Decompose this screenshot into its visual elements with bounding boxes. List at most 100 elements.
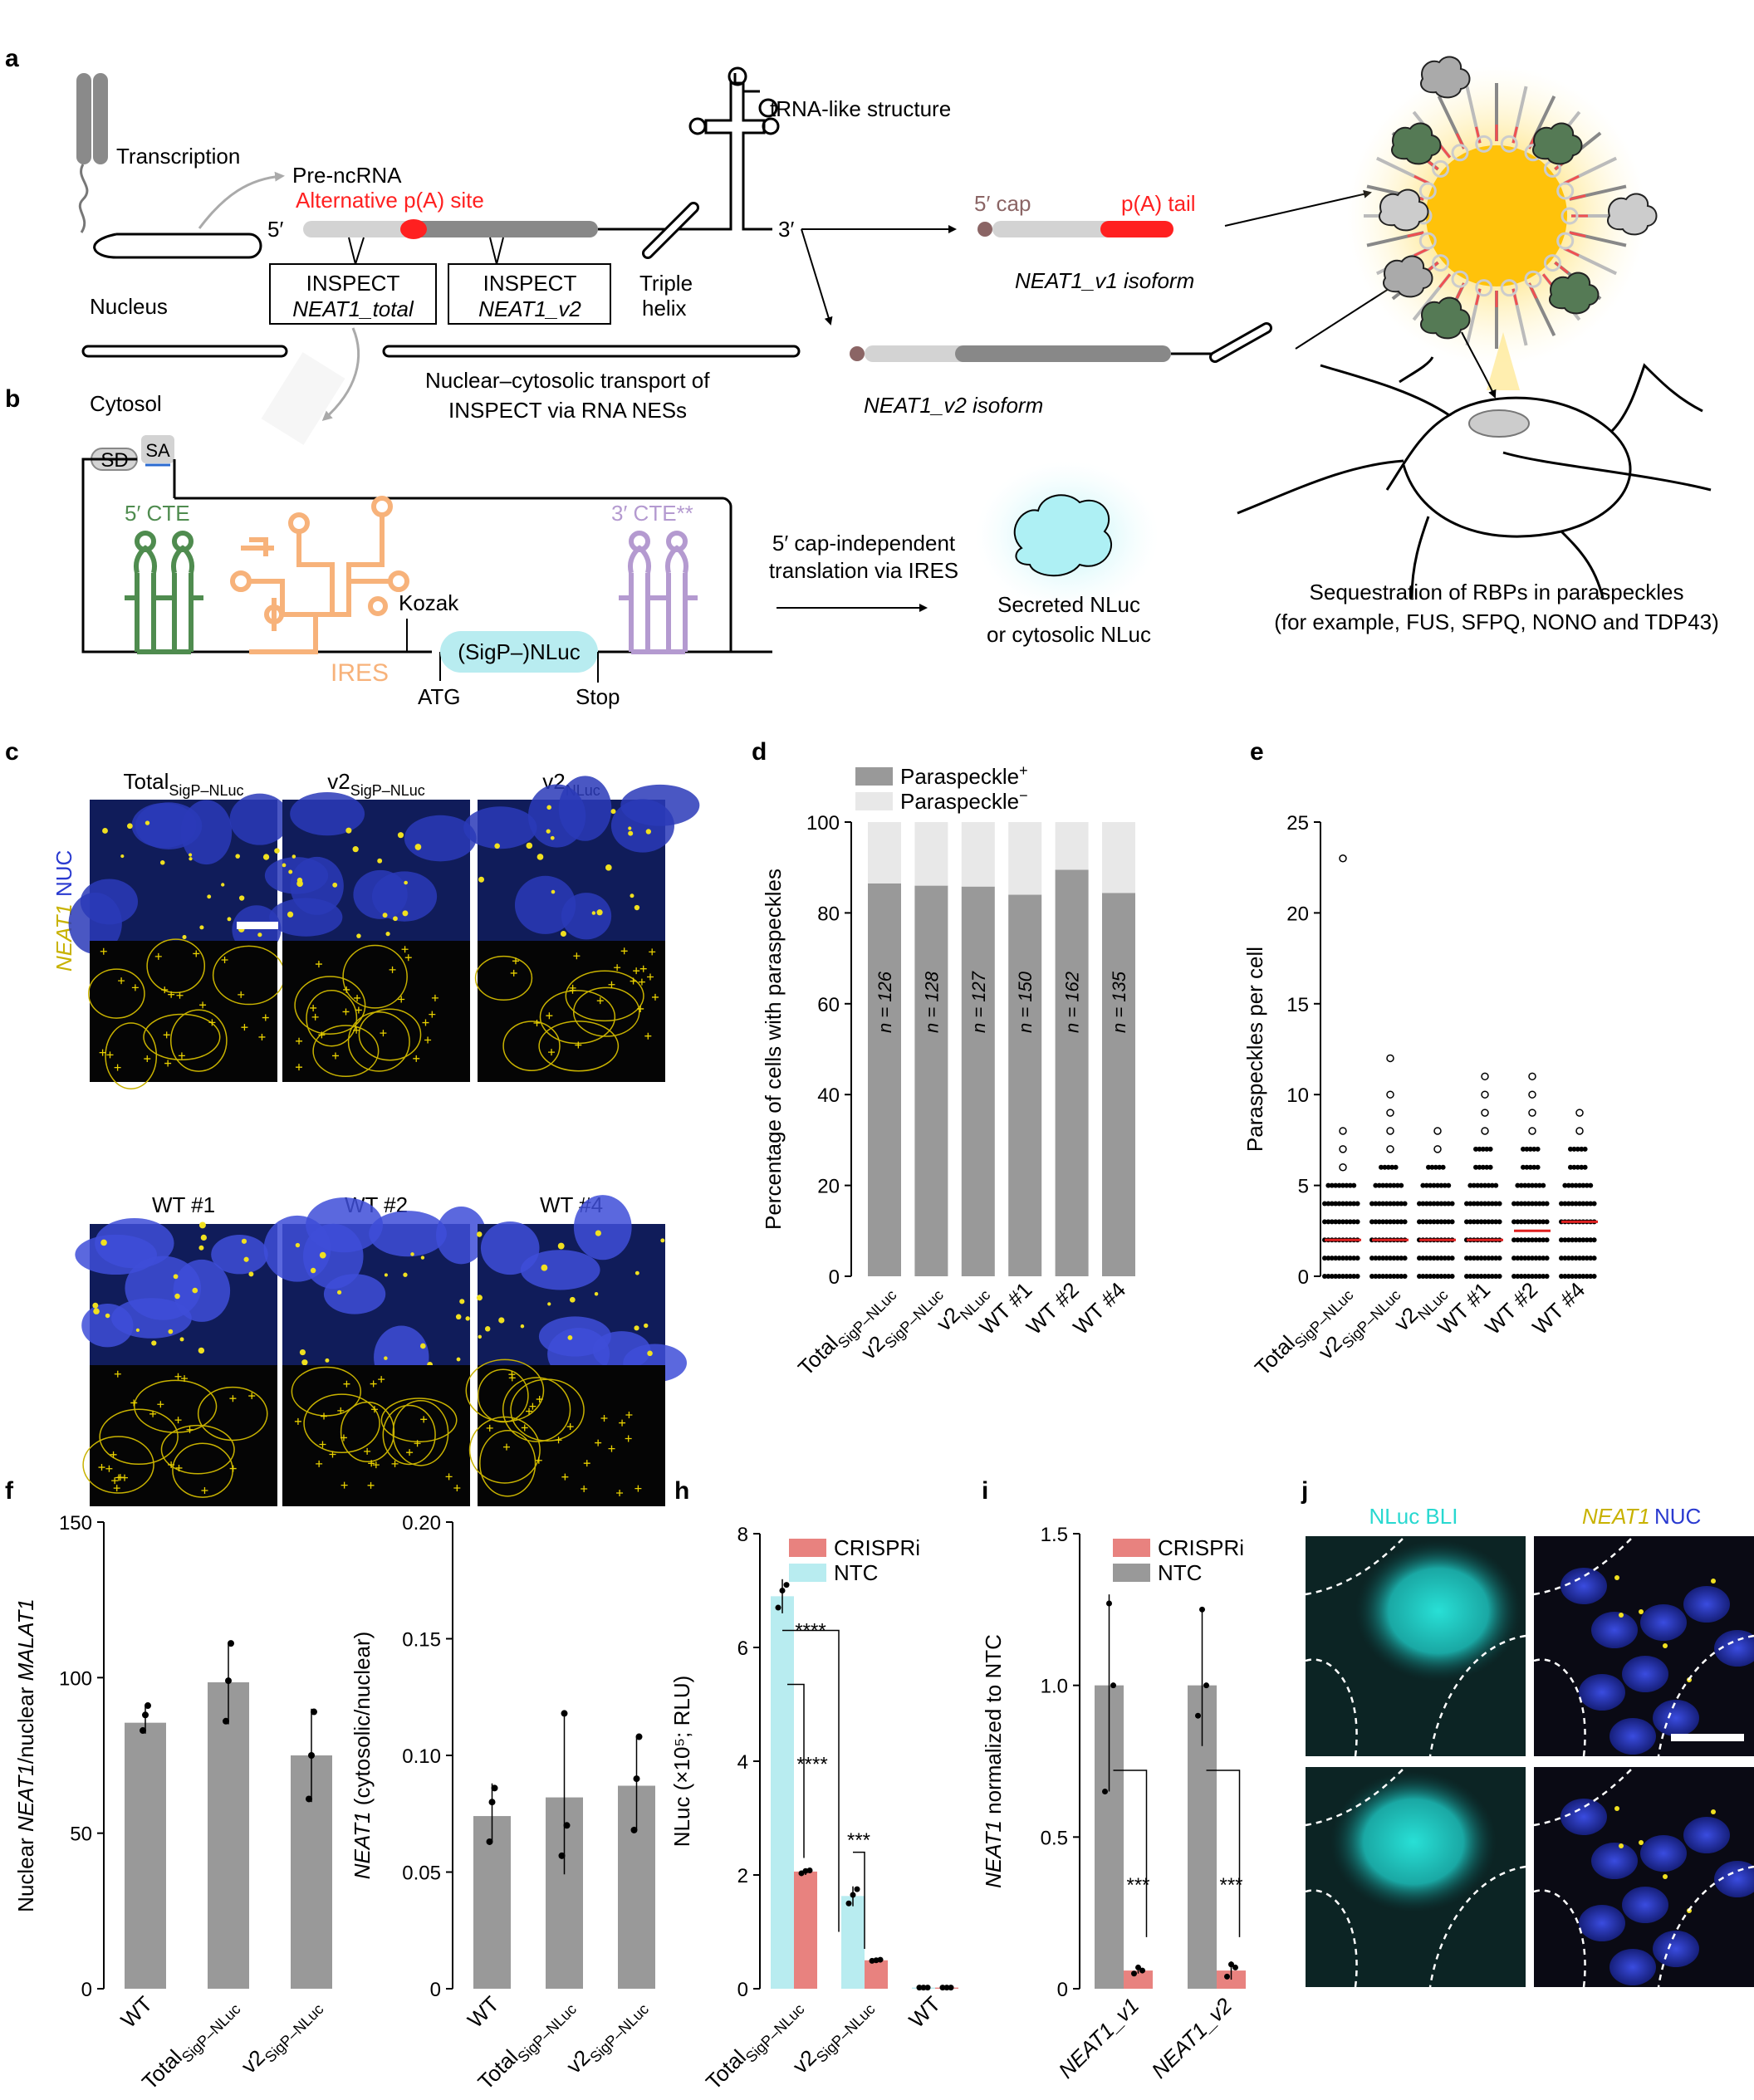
speckle-cross xyxy=(144,1055,151,1063)
data-point xyxy=(1477,1164,1482,1170)
nucleus-blob xyxy=(1653,1931,1699,1967)
data-point xyxy=(1467,1274,1473,1279)
bar-paraspeckle-negative xyxy=(1102,822,1135,893)
y-axis-label: Percentage of cells with paraspeckles xyxy=(761,869,786,1230)
three-prime-label: 3′ xyxy=(778,217,794,242)
data-point xyxy=(1568,1146,1573,1152)
data-point xyxy=(1449,1274,1455,1279)
neat1-spot xyxy=(385,931,390,937)
data-point xyxy=(1471,1256,1477,1261)
data-point xyxy=(1518,1201,1524,1207)
nucleus-blob xyxy=(1609,1718,1656,1755)
pa-site-marker xyxy=(400,219,427,239)
x-category-label: WT xyxy=(904,1991,945,2033)
data-point xyxy=(1487,1164,1493,1170)
neat1-spot xyxy=(465,1316,470,1321)
category-text: WT #2 xyxy=(1022,1277,1084,1339)
cell-outline xyxy=(197,1386,268,1442)
category-sub: SigP–NLuc xyxy=(262,2000,326,2065)
speckle-cross xyxy=(595,1439,602,1447)
neat1-spot xyxy=(660,1238,665,1243)
data-point xyxy=(1399,1274,1404,1279)
panel-letter-a: a xyxy=(5,45,19,72)
data-point xyxy=(1584,1237,1590,1243)
nluc-box xyxy=(440,631,598,673)
neat1-spot xyxy=(100,1239,107,1246)
data-point xyxy=(1570,1182,1575,1188)
panel-c-ylabel-nuc: NUC xyxy=(51,850,76,897)
data-point xyxy=(1562,1201,1568,1207)
nucleus-blob xyxy=(404,815,477,862)
speckle-cross xyxy=(575,1041,582,1049)
data-point xyxy=(1482,1182,1487,1188)
nucleus-blob xyxy=(561,893,612,940)
data-point xyxy=(1522,1201,1528,1207)
nucleus-blob xyxy=(1640,1604,1687,1641)
speckle-cross xyxy=(431,994,438,1001)
nluc-label: (SigP–)NLuc xyxy=(458,639,580,664)
neat1-spot xyxy=(198,1221,206,1229)
cell-outline xyxy=(143,1013,221,1060)
cell-outline xyxy=(312,1025,380,1078)
y-tick-label: 50 xyxy=(70,1823,92,1846)
data-point xyxy=(1417,1274,1422,1279)
rbp-blob xyxy=(1532,122,1583,165)
data-point xyxy=(1467,1256,1473,1261)
neat1-spot xyxy=(92,1302,99,1309)
speckle-cross xyxy=(569,986,576,994)
neat1-spot xyxy=(174,1293,180,1300)
panel-j-left-title: NLuc BLI xyxy=(1369,1504,1458,1529)
panel-letter-d: d xyxy=(752,738,767,766)
data-point xyxy=(1340,1274,1345,1279)
neat1-spot xyxy=(227,917,232,922)
data-point xyxy=(1435,1201,1440,1207)
speckle-cross xyxy=(130,1399,138,1407)
speckle-cross xyxy=(424,1036,432,1044)
data-point xyxy=(924,1985,931,1991)
paraspeckle-loop xyxy=(1475,279,1493,297)
data-point xyxy=(1446,1274,1452,1279)
data-point xyxy=(1336,1256,1342,1261)
data-point xyxy=(1429,1164,1435,1170)
nucleus-blob xyxy=(68,892,122,954)
data-point xyxy=(1536,1219,1542,1225)
title-main: Total xyxy=(124,769,169,794)
neat1-spot xyxy=(336,1290,342,1295)
y-tick-label: 0 xyxy=(430,1979,441,2001)
data-point xyxy=(1325,1219,1331,1225)
neat1-spot xyxy=(546,805,551,810)
speckle-cross xyxy=(512,957,519,965)
outlier-point xyxy=(1528,1127,1536,1135)
data-point xyxy=(1487,1146,1493,1152)
data-point xyxy=(1428,1274,1433,1279)
y-axis-label: Paraspeckles per cell xyxy=(1242,947,1267,1152)
neat1-spot xyxy=(634,1270,639,1275)
category-text: WT #1 xyxy=(1433,1277,1495,1339)
data-point xyxy=(1446,1201,1452,1207)
panel-letter-h: h xyxy=(674,1477,689,1505)
speckle-cross xyxy=(413,1055,420,1062)
bar xyxy=(125,1722,166,1989)
data-point xyxy=(1565,1182,1571,1188)
category-main: Total xyxy=(137,2044,187,2094)
panel-letter-b: b xyxy=(5,385,20,413)
data-point xyxy=(1336,1182,1342,1188)
nucleus-blob xyxy=(306,1197,384,1253)
neat1-spot xyxy=(630,893,634,898)
neat1-spot xyxy=(550,835,555,840)
y-tick-label: 6 xyxy=(737,1637,748,1660)
outlier-point xyxy=(1575,1127,1584,1135)
data-point xyxy=(1384,1256,1389,1261)
neat1-spot xyxy=(595,1230,601,1236)
y-axis-label-part: NEAT1 xyxy=(13,1764,38,1832)
data-point xyxy=(1393,1164,1399,1170)
data-point xyxy=(1376,1219,1382,1225)
speckle-cross xyxy=(176,991,184,999)
data-point xyxy=(1139,1967,1145,1974)
n-label: n = 162 xyxy=(1062,972,1083,1033)
five-prime-label: 5′ xyxy=(267,217,283,242)
category-main: WT #1 xyxy=(1433,1277,1495,1339)
data-point xyxy=(1369,1256,1374,1261)
data-point xyxy=(1562,1182,1568,1188)
